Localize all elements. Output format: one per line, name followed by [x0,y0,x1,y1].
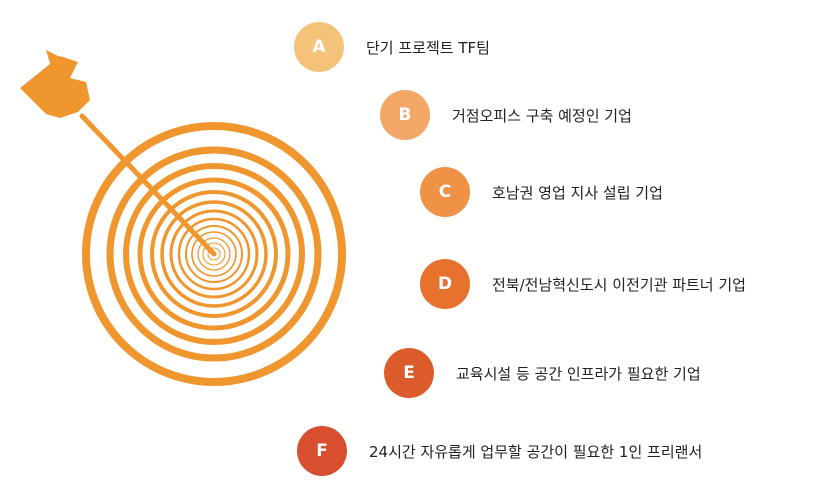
list-item: F 24시간 자유롭게 업무할 공간이 필요한 1인 프리랜서 [297,424,702,478]
target-ring [169,209,259,299]
list-item: B 거점오피스 구축 예정인 기업 [380,88,632,142]
badge-d: D [420,259,470,309]
item-label: 교육시설 등 공간 인프라가 필요한 기업 [456,364,701,383]
item-label: 거점오피스 구축 예정인 기업 [452,106,632,125]
badge-c: C [420,167,470,217]
target-ring [191,231,237,277]
target-rings [82,122,346,386]
item-label: 호남권 영업 지사 설립 기업 [492,183,663,202]
list-item: D 전북/전남혁신도시 이전기관 파트너 기업 [420,257,746,311]
list-item: E 교육시설 등 공간 인프라가 필요한 기업 [384,346,701,400]
badge-e: E [384,348,434,398]
target-ring [106,146,322,362]
arrow-icon [20,50,217,257]
target-ring [123,163,305,345]
item-label: 단기 프로젝트 TF팀 [366,38,490,57]
target-ring [82,122,346,386]
target-ring [137,177,291,331]
target-ring [160,200,268,308]
target-ring [202,242,226,266]
badge-b: B [380,90,430,140]
item-label: 24시간 자유롭게 업무할 공간이 필요한 1인 프리랜서 [369,442,703,461]
target-ring [150,190,278,318]
target-ring [197,237,231,271]
target-ring [207,247,221,261]
item-label: 전북/전남혁신도시 이전기관 파트너 기업 [492,275,746,294]
badge-a: A [294,22,344,72]
arrow-fletching [20,56,90,118]
target-ring [185,225,243,283]
list-item: A 단기 프로젝트 TF팀 [294,20,490,74]
target-ring [177,217,251,291]
target-illustration [20,50,346,386]
badge-f: F [297,426,347,476]
list-item: C 호남권 영업 지사 설립 기업 [420,165,663,219]
